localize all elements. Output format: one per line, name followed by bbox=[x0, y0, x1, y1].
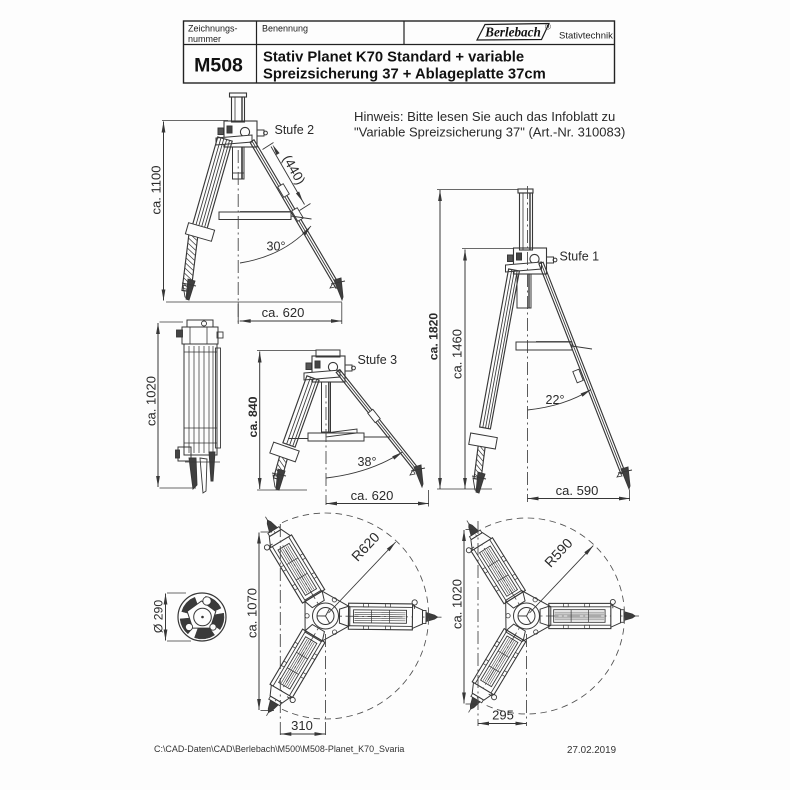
svg-text:ca. 1070: ca. 1070 bbox=[245, 588, 260, 638]
svg-text:38°: 38° bbox=[358, 455, 377, 469]
svg-text:ca. 1820: ca. 1820 bbox=[427, 313, 441, 361]
svg-text:(440): (440) bbox=[280, 152, 309, 187]
svg-text:Ø 290: Ø 290 bbox=[152, 600, 166, 633]
svg-text:R590: R590 bbox=[541, 535, 576, 571]
svg-text:ca. 620: ca. 620 bbox=[262, 305, 305, 320]
svg-text:ca. 840: ca. 840 bbox=[246, 396, 260, 437]
svg-text:Stativ Planet K70 Standard + v: Stativ Planet K70 Standard + variable bbox=[263, 50, 524, 66]
svg-text:Benennung: Benennung bbox=[262, 24, 308, 34]
svg-text:27.02.2019: 27.02.2019 bbox=[567, 745, 616, 756]
svg-text:Stufe 1: Stufe 1 bbox=[560, 250, 600, 264]
svg-text:ca. 620: ca. 620 bbox=[351, 488, 394, 503]
svg-text:Berlebach: Berlebach bbox=[484, 25, 541, 40]
svg-text:ca. 590: ca. 590 bbox=[556, 483, 599, 498]
svg-text:22°: 22° bbox=[546, 393, 565, 407]
svg-text:®: ® bbox=[545, 23, 551, 32]
svg-text:Hinweis: Bitte lesen Sie auch: Hinweis: Bitte lesen Sie auch das Infobl… bbox=[354, 109, 615, 124]
svg-text:Zeichnungs-: Zeichnungs- bbox=[188, 24, 238, 34]
svg-text:310: 310 bbox=[291, 718, 313, 733]
svg-text:Stufe 3: Stufe 3 bbox=[358, 353, 398, 367]
svg-text:Spreizsicherung 37 + Ablagepla: Spreizsicherung 37 + Ablageplatte 37cm bbox=[263, 67, 546, 83]
svg-text:295: 295 bbox=[492, 708, 514, 723]
svg-text:"Variable Spreizsicherung 37": "Variable Spreizsicherung 37" (Art.-Nr. … bbox=[354, 125, 625, 140]
svg-text:nummer: nummer bbox=[188, 34, 221, 44]
svg-text:ca. 1020: ca. 1020 bbox=[450, 579, 465, 629]
svg-text:ca. 1020: ca. 1020 bbox=[144, 376, 159, 426]
svg-text:Stufe 2: Stufe 2 bbox=[275, 123, 315, 137]
svg-text:C:\CAD-Daten\CAD\Berlebach\M50: C:\CAD-Daten\CAD\Berlebach\M500\M508-Pla… bbox=[154, 744, 404, 754]
svg-text:30°: 30° bbox=[267, 240, 286, 254]
svg-text:ca. 1100: ca. 1100 bbox=[149, 166, 164, 215]
svg-text:Stativtechnik: Stativtechnik bbox=[559, 31, 613, 42]
svg-text:ca. 1460: ca. 1460 bbox=[450, 329, 465, 379]
svg-text:R620: R620 bbox=[348, 529, 383, 565]
svg-text:M508: M508 bbox=[194, 55, 243, 77]
